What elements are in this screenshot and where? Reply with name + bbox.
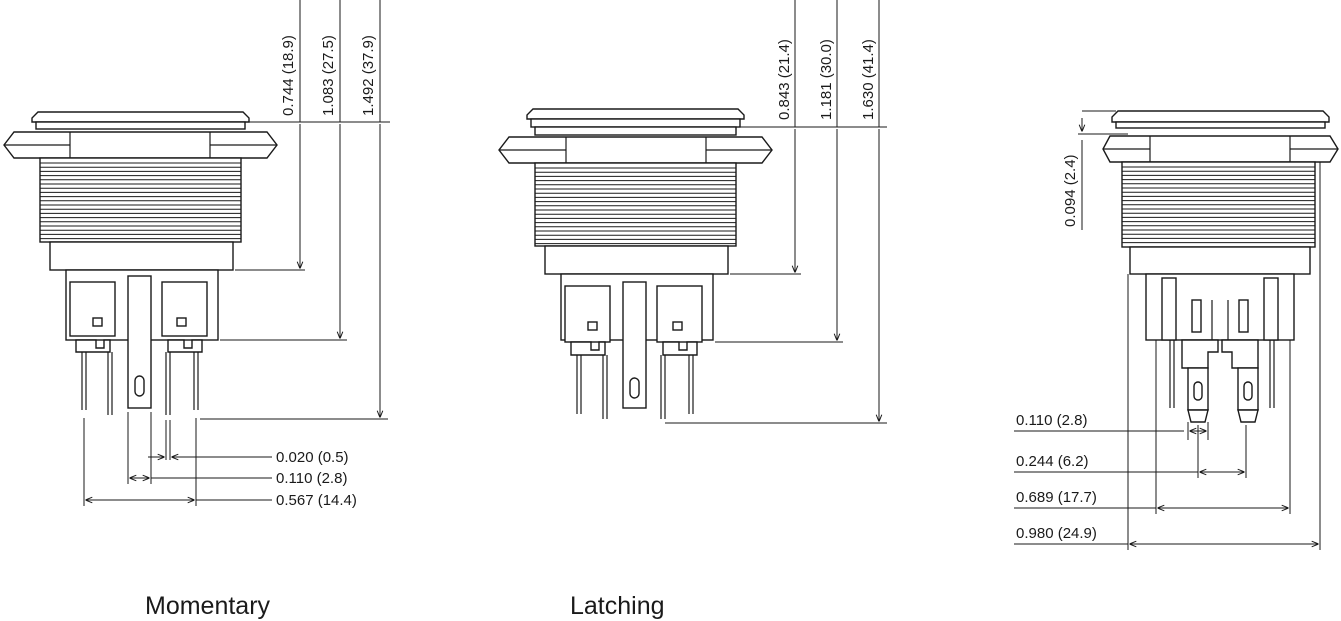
latching-caption: Latching bbox=[570, 592, 665, 620]
momentary-caption: Momentary bbox=[145, 592, 271, 620]
latching-dim-height-3: 1.630 (41.4) bbox=[860, 39, 877, 120]
momentary-switch-body bbox=[3, 111, 278, 415]
momentary-dim-height-2: 1.083 (27.5) bbox=[320, 35, 337, 116]
side-view: 0.094 (2.4) 0.110 (2.8) 0.244 (6.2) 0.68… bbox=[1014, 110, 1339, 550]
side-dim-pin-pitch: 0.244 (6.2) bbox=[1016, 453, 1089, 470]
latching-threads bbox=[535, 167, 736, 245]
side-dim-outer-pin-span: 0.689 (17.7) bbox=[1016, 489, 1097, 506]
latching-dim-height-2: 1.181 (30.0) bbox=[818, 39, 835, 120]
side-dimensions: 0.094 (2.4) 0.110 (2.8) 0.244 (6.2) 0.68… bbox=[1014, 110, 1321, 550]
side-switch-body bbox=[1102, 110, 1339, 423]
latching-switch-body bbox=[498, 108, 773, 419]
latching-view: 0.843 (21.4) 1.181 (30.0) 1.630 (41.4) L… bbox=[498, 0, 887, 620]
momentary-dim-height-3: 1.492 (37.9) bbox=[360, 35, 377, 116]
side-dim-cap-height: 0.094 (2.4) bbox=[1062, 154, 1079, 227]
latching-vertical-dimensions: 0.843 (21.4) 1.181 (30.0) 1.630 (41.4) bbox=[665, 0, 887, 424]
momentary-dim-pin-width: 0.110 (2.8) bbox=[276, 470, 347, 487]
side-dim-body-width: 0.980 (24.9) bbox=[1016, 525, 1097, 542]
side-threads bbox=[1122, 166, 1315, 244]
momentary-horizontal-dimensions: 0.020 (0.5) 0.110 (2.8) 0.567 (14.4) bbox=[83, 412, 357, 509]
momentary-dim-pin-span: 0.567 (14.4) bbox=[276, 492, 357, 509]
latching-dim-height-1: 0.843 (21.4) bbox=[776, 39, 793, 120]
momentary-view: 0.744 (18.9) 1.083 (27.5) 1.492 (37.9) 0… bbox=[3, 0, 390, 620]
momentary-vertical-dimensions: 0.744 (18.9) 1.083 (27.5) 1.492 (37.9) bbox=[200, 0, 390, 420]
side-dim-pin-width: 0.110 (2.8) bbox=[1016, 412, 1087, 429]
momentary-dim-pin-thickness: 0.020 (0.5) bbox=[276, 449, 349, 466]
momentary-threads bbox=[40, 162, 241, 240]
momentary-dim-height-1: 0.744 (18.9) bbox=[280, 35, 297, 116]
